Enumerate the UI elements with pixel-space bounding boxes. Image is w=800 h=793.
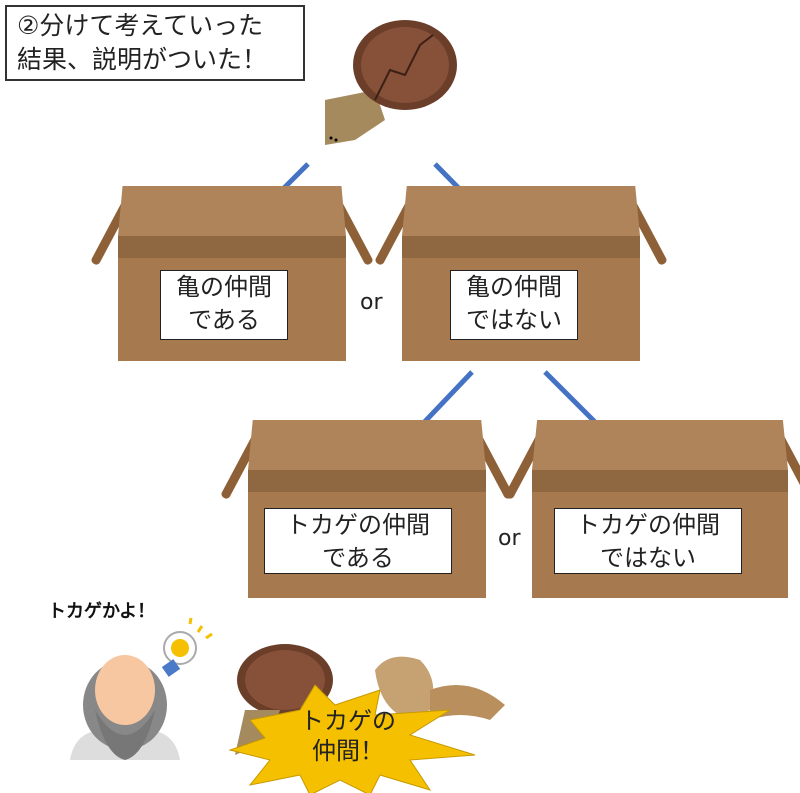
box-turtle-yes: 亀の仲間 である: [90, 186, 374, 361]
or-separator-1: or: [360, 290, 383, 315]
box-label: 亀の仲間 ではない: [450, 270, 578, 340]
burst-text: トカゲの 仲間！: [300, 707, 396, 765]
box-lizard-yes: トカゲの仲間 である: [220, 420, 514, 598]
or-separator-2: or: [498, 526, 521, 551]
speech-text: トカゲかよ！: [48, 601, 156, 622]
philosopher-icon: [70, 655, 180, 760]
burst-shape: [228, 684, 476, 793]
title-line-1: ②分けて考えていった: [17, 11, 264, 40]
title-box: ②分けて考えていった 結果、説明がついた！: [5, 5, 305, 81]
title-line-2: 結果、説明がついた！: [17, 45, 268, 74]
box-turtle-no: 亀の仲間 ではない: [374, 186, 668, 361]
box-label: トカゲの仲間 ではない: [554, 508, 742, 574]
lightbulb-icon: [161, 617, 213, 677]
turtle-icon: [325, 20, 457, 145]
box-label: 亀の仲間 である: [160, 270, 288, 340]
box-lizard-no: トカゲの仲間 ではない: [504, 420, 800, 598]
box-label: トカゲの仲間 である: [264, 508, 452, 574]
